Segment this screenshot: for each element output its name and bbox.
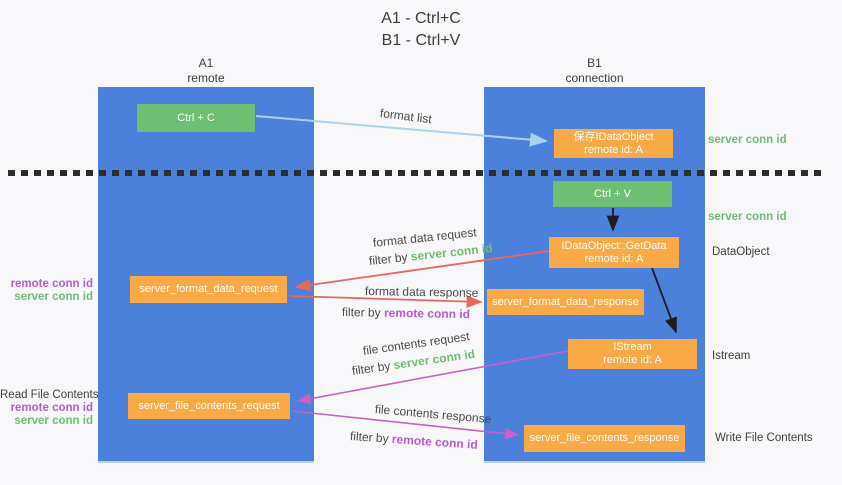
column-b1-name: B1	[587, 56, 602, 70]
column-header-b1: B1 connection	[484, 56, 705, 86]
server-format-data-request-node: server_format_data_request	[130, 276, 287, 303]
server-conn-id-annotation-mid: server conn id	[708, 211, 787, 223]
save-idataobject-node: 保存IDataObject remote id: A	[554, 129, 673, 158]
server-file-contents-request-label: server_file_contents_request	[138, 399, 280, 412]
server-format-data-request-label: server_format_data_request	[139, 283, 278, 295]
filter-by-text: filter by	[349, 429, 390, 446]
read-file-contents-annotation: Read File Contents	[0, 389, 99, 401]
save-idataobject-line2: remote id: A	[584, 143, 643, 156]
write-file-contents-annotation: Write File Contents	[715, 432, 813, 444]
remote-conn-id-annotation-mid: remote conn id	[10, 278, 93, 290]
title-line-2: B1 - Ctrl+V	[381, 32, 461, 49]
istream-annotation: Istream	[712, 350, 751, 362]
istream-line1: IStream	[613, 341, 652, 353]
ctrl-v-label: Ctrl + V	[594, 187, 631, 200]
idataobject-getdata-node: IDataObject::GetData remote id: A	[549, 237, 679, 268]
column-b1-subtitle: connection	[565, 71, 624, 85]
server-file-contents-response-node: server_file_contents_response	[524, 425, 685, 452]
remote-conn-id-text: remote conn id	[391, 431, 479, 452]
format-list-label: format list	[379, 106, 433, 127]
getdata-line1: IDataObject::GetData	[561, 239, 667, 252]
column-a1-subtitle: remote	[187, 71, 225, 85]
column-a1-name: A1	[198, 56, 214, 70]
left-bottom-annotations: Read File Contents remote conn id server…	[0, 389, 99, 428]
server-file-contents-request-node: server_file_contents_request	[128, 393, 290, 419]
istream-node: IStream remote id: A	[568, 339, 697, 369]
server-conn-id-annotation-top: server conn id	[708, 134, 787, 146]
filter-by-text: filter by	[351, 358, 392, 378]
file-contents-response-label: file contents response	[374, 402, 492, 427]
server-conn-id-annotation-bottom: server conn id	[14, 415, 93, 427]
server-file-contents-response-label: server_file_contents_response	[529, 432, 680, 444]
filter-by-text: filter by	[368, 249, 409, 268]
getdata-line2: remote id: A	[584, 252, 644, 265]
diagram-title: A1 - Ctrl+C B1 - Ctrl+V	[0, 8, 842, 52]
istream-line2: remote id: A	[603, 354, 662, 366]
dataobject-annotation: DataObject	[712, 246, 770, 258]
server-format-data-response-label: server_format_data_response	[492, 295, 639, 308]
ctrl-c-label: Ctrl + C	[177, 111, 215, 124]
remote-conn-id-text: remote conn id	[383, 305, 471, 322]
filter-by-text: filter by	[341, 305, 381, 320]
filter-by-remote-conn-id-label-2: filter by remote conn id	[350, 429, 479, 452]
server-format-data-response-node: server_format_data_response	[487, 289, 644, 315]
ctrl-v-node: Ctrl + V	[553, 181, 672, 207]
dashed-separator-line	[8, 170, 825, 176]
save-idataobject-line1: 保存IDataObject	[573, 130, 654, 143]
left-mid-annotations: remote conn id server conn id	[0, 278, 93, 304]
remote-conn-id-annotation-bottom: remote conn id	[10, 402, 93, 414]
format-data-response-label: format data response	[364, 284, 479, 300]
column-header-a1: A1 remote	[98, 56, 314, 86]
filter-by-remote-conn-id-label-1: filter by remote conn id	[342, 305, 470, 321]
server-conn-id-annotation-mid-left: server conn id	[14, 291, 93, 303]
title-line-1: A1 - Ctrl+C	[381, 10, 461, 27]
ctrl-c-node: Ctrl + C	[137, 104, 255, 132]
